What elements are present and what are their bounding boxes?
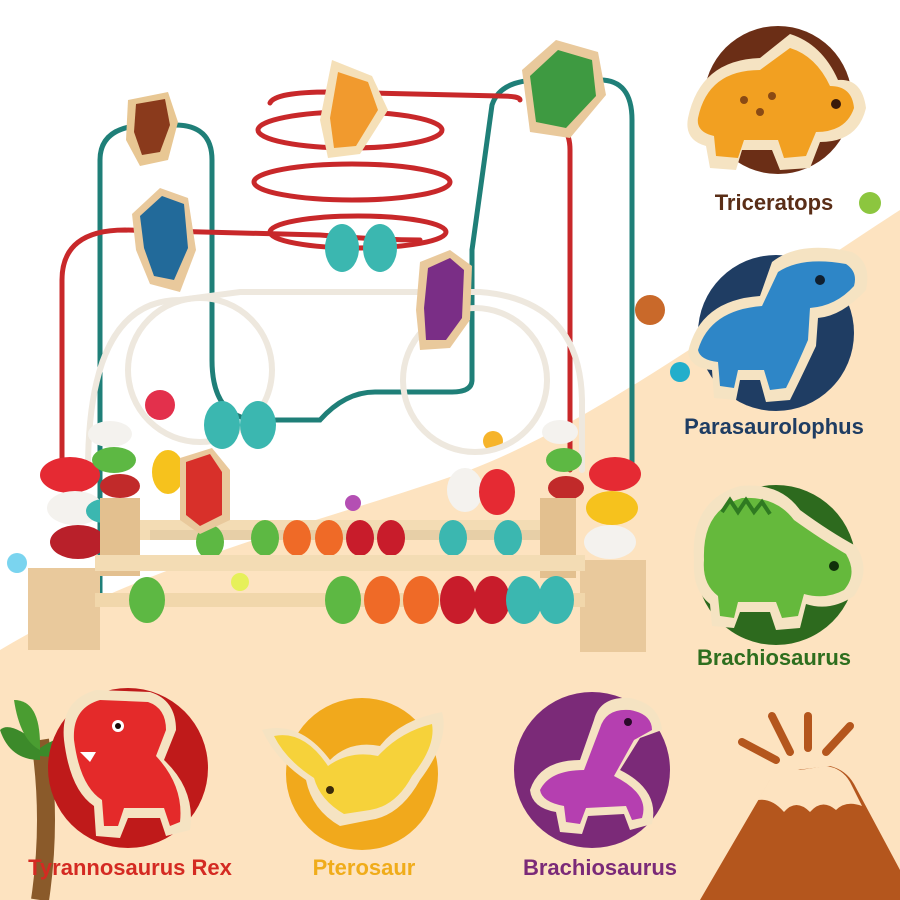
label-brachiosaurus-bottom: Brachiosaurus xyxy=(523,855,677,880)
brachiosaurus-icon xyxy=(693,485,864,645)
volcano-icon xyxy=(700,712,900,900)
bead-maze-toy-icon xyxy=(28,40,646,652)
pterosaur-icon xyxy=(262,698,444,850)
brachiosaurus-bottom-icon xyxy=(514,692,670,848)
label-pterosaur: Pterosaur xyxy=(313,855,416,880)
parasaurolophus-icon xyxy=(688,247,868,411)
triceratops-icon xyxy=(687,26,866,174)
tyrannosaurus-icon xyxy=(48,688,208,848)
label-triceratops: Triceratops xyxy=(715,190,834,215)
label-tyrannosaurus: Tyrannosaurus Rex xyxy=(28,855,233,880)
label-parasaurolophus: Parasaurolophus xyxy=(684,414,864,439)
label-brachiosaurus-right: Brachiosaurus xyxy=(697,645,851,670)
